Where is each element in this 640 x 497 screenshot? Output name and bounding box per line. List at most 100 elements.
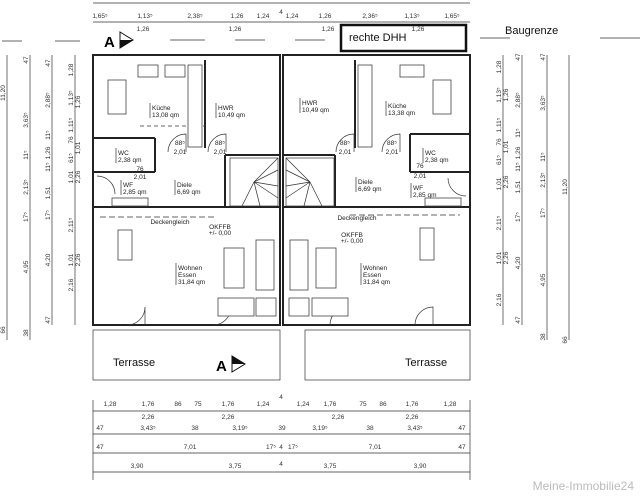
plan-note: 88⁵ (175, 140, 185, 147)
dimension-label: 2,26 (406, 414, 419, 421)
dimension-label: 3,90 (131, 463, 144, 470)
rechte-dhh-box (339, 23, 468, 53)
dimension-label: 38 (23, 329, 30, 337)
dimension-label: 17⁵ (515, 212, 522, 222)
plan-note: +/- 0,00 (209, 230, 232, 237)
terrasse-left-label: Terrasse (113, 357, 155, 369)
dimension-label: 1,13⁵ (496, 87, 503, 103)
room-area-left: 10,49 qm (218, 112, 245, 119)
dimension-label: 1,76 (142, 401, 155, 408)
terrasse-right-label: Terrasse (405, 357, 447, 369)
dimension-label: 38 (191, 425, 199, 432)
room-name-right: HWR (302, 100, 318, 107)
plan-note: 2,01 (134, 174, 147, 181)
dimension-label: 2,26 (503, 251, 510, 264)
dimension-label: 2,13⁵ (23, 179, 30, 195)
room-name-left: Küche (152, 105, 171, 112)
dimension-label: 11⁵ (515, 162, 522, 172)
dimension-label: 7,01 (369, 444, 382, 451)
dimension-label: 4 (279, 461, 283, 468)
dimension-label: 75 (359, 401, 367, 408)
room-name-right: Essen (363, 272, 381, 279)
dimension-label: 1,26 (412, 26, 425, 33)
dimension-label: 38 (366, 425, 374, 432)
dimension-label: 61⁵ (68, 153, 75, 163)
dimension-label: 47 (540, 53, 547, 61)
room-name-left: WC (118, 150, 129, 157)
plan-note: 76 (136, 166, 144, 173)
dimension-label: 11⁵ (45, 162, 52, 172)
dimension-label: 1,26 (503, 88, 510, 101)
dimension-label: 66 (0, 326, 7, 334)
dimension-label: 76 (496, 138, 503, 146)
dimension-label: 66 (562, 336, 569, 344)
room-name-left: Wohnen (178, 265, 202, 272)
room-name-right: WC (425, 150, 436, 157)
dimension-label: 1,13⁵ (137, 13, 153, 20)
dimension-label: 17⁵ (266, 444, 276, 451)
dimension-label: 1,13⁵ (404, 13, 420, 20)
dimension-label: 1,76 (324, 401, 337, 408)
room-area-left: 2,38 qm (118, 157, 142, 164)
dimension-label: 2,36⁵ (362, 13, 378, 20)
dimension-label: 11⁵ (23, 150, 30, 160)
dimension-label: 2,26 (503, 175, 510, 188)
dimension-label: 1,26 (75, 95, 82, 108)
dimension-label: 1,28 (444, 401, 457, 408)
dimension-label: 3,63⁵ (540, 95, 547, 111)
dimension-label: 11⁵ (515, 128, 522, 138)
dimension-label: 75 (194, 401, 202, 408)
dimension-label: 47 (45, 316, 52, 324)
room-name-right: Diele (358, 179, 373, 186)
dimension-label: 7,01 (184, 444, 197, 451)
dimension-label: 47 (458, 444, 466, 451)
dimension-label: 4 (279, 9, 283, 16)
section-arrow-icon (119, 31, 134, 49)
section-marker-top: A (104, 34, 115, 51)
dimension-label: 1,24 (297, 401, 310, 408)
plan-note: 76 (416, 163, 424, 170)
dimension-label: 38 (540, 333, 547, 341)
dimension-label: 11⁵ (45, 130, 52, 140)
section-arrow-icon (231, 355, 246, 373)
dimension-label: 4 (279, 394, 283, 401)
room-name-right: Küche (388, 103, 407, 110)
plan-note: 2,01 (339, 149, 352, 156)
dimension-label: 86 (379, 401, 387, 408)
dimension-label: 2,11⁵ (496, 215, 503, 230)
dimension-label: 2,26 (332, 414, 345, 421)
plan-note: OKFFB (209, 224, 231, 231)
dimension-label: 1,01 (503, 140, 510, 153)
dimension-label: 3,75 (324, 463, 337, 470)
plan-note: Deckengleich (150, 219, 189, 226)
right-house-walls (282, 54, 471, 326)
dimension-label: 47 (96, 425, 104, 432)
room-area-right: 10,49 qm (302, 107, 329, 114)
dimension-label: 1,26 (322, 26, 335, 33)
dimension-label: 2,16 (496, 293, 503, 306)
dimension-label: 17⁵ (540, 208, 547, 218)
dimension-label: 4 (279, 444, 283, 451)
room-area-right: 6,69 qm (358, 186, 382, 193)
room-area-left: 6,69 qm (177, 189, 201, 196)
top-dimension-line (93, 2, 470, 23)
dimension-label: 3,19⁵ (312, 425, 328, 432)
baugrenze-line (2, 37, 640, 42)
dimension-label: 3,63⁵ (23, 112, 30, 128)
dimension-label: 1,13⁵ (68, 90, 75, 106)
dimension-label: 3,43⁵ (407, 425, 423, 432)
dimension-label: 1,28 (496, 60, 503, 73)
baugrenze-label: Baugrenze (505, 25, 558, 37)
dimension-label: 1,01 (496, 251, 503, 264)
room-area-right: 2,38 qm (425, 157, 449, 164)
room-name-left: Essen (178, 272, 196, 279)
dimension-label: 47 (96, 444, 104, 451)
dimension-label: 1,24 (286, 13, 299, 20)
dimension-label: 47 (458, 425, 466, 432)
dimension-label: 1,26 (229, 26, 242, 33)
dimension-label: 1,01 (75, 141, 82, 154)
dimension-label: 2,13⁵ (540, 172, 547, 188)
dimension-label: 4,20 (45, 253, 52, 266)
dimension-label: 2,16 (68, 278, 75, 291)
dimension-label: 1,76 (406, 401, 419, 408)
